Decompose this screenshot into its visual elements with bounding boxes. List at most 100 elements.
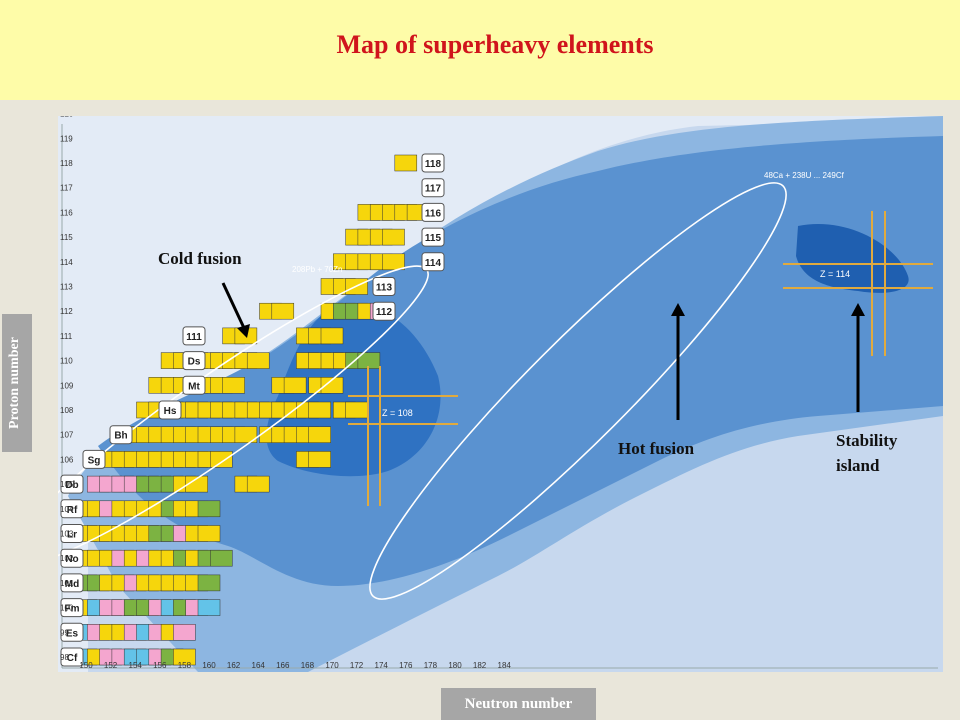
y-tick-label: 106 bbox=[60, 455, 74, 464]
nuclide-cell bbox=[308, 426, 331, 443]
reaction-label-cold: 208Pb + 70Zn bbox=[292, 265, 342, 274]
x-tick-label: 150 bbox=[79, 661, 93, 670]
x-tick-label: 162 bbox=[227, 661, 241, 670]
element-tag-box bbox=[60, 622, 84, 642]
element-tag-label: Ds bbox=[188, 357, 201, 368]
magic-number-lines: Z = 108 Z = 114 bbox=[348, 211, 933, 506]
element-tag-box bbox=[158, 400, 182, 420]
y-tick-label: 112 bbox=[60, 307, 73, 316]
hot-fusion-label: Hot fusion bbox=[618, 439, 695, 458]
magic-label-z114: Z = 114 bbox=[820, 269, 850, 279]
magic-label-z108: Z = 108 bbox=[382, 408, 413, 418]
element-tag-label: 118 bbox=[425, 159, 442, 170]
contour-band-4 bbox=[98, 136, 943, 586]
element-tag-label: Hs bbox=[164, 406, 177, 417]
nuclide-cell bbox=[308, 451, 331, 468]
x-axis-label: Neutron number bbox=[441, 688, 596, 720]
nuclide-cell bbox=[210, 549, 233, 567]
y-tick-label: 119 bbox=[60, 134, 73, 143]
element-tag-label: Bh bbox=[114, 431, 127, 442]
element-tag-label: 114 bbox=[425, 258, 442, 269]
element-tag-box bbox=[82, 449, 106, 469]
nuclide-cell bbox=[345, 401, 368, 419]
element-tag-box bbox=[421, 153, 445, 173]
x-tick-label: 182 bbox=[473, 661, 487, 670]
element-tag-label: 111 bbox=[186, 332, 202, 343]
nuclide-cell bbox=[308, 401, 331, 419]
nuclide-cell bbox=[197, 525, 221, 542]
element-tag-label: Md bbox=[65, 579, 79, 590]
element-tag-box bbox=[421, 202, 445, 222]
element-tag-box bbox=[60, 647, 84, 667]
nuclide-cell bbox=[185, 475, 208, 493]
element-tag-label: 112 bbox=[376, 307, 393, 318]
hot-fusion-arrow bbox=[671, 303, 685, 420]
nuclide-cell bbox=[283, 377, 307, 394]
nuclide-cell bbox=[271, 302, 295, 320]
y-tick-label: 101 bbox=[60, 579, 74, 588]
element-tag-box bbox=[182, 351, 206, 371]
element-tag-label: Cf bbox=[67, 653, 78, 664]
nuclide-cell bbox=[246, 352, 270, 369]
x-tick-label: 178 bbox=[424, 661, 438, 670]
x-tick-label: 180 bbox=[448, 661, 462, 670]
x-tick-label: 170 bbox=[325, 661, 339, 670]
element-tag-box bbox=[60, 474, 84, 494]
element-tag-box bbox=[109, 425, 133, 445]
y-tick-label: 118 bbox=[60, 159, 73, 168]
stability-island-arrow bbox=[851, 303, 865, 412]
hot-fusion-ellipse bbox=[369, 182, 787, 600]
element-tag-box bbox=[421, 227, 445, 247]
nuclide-cell bbox=[173, 624, 196, 641]
reaction-label-hot: 48Ca + 238U ... 249Cf bbox=[764, 171, 845, 180]
element-tag-label: Db bbox=[65, 480, 78, 491]
nuclide-cell bbox=[234, 426, 258, 443]
y-tick-label: 114 bbox=[60, 258, 73, 267]
nuclide-cell bbox=[320, 327, 344, 345]
nuclide-cell bbox=[382, 228, 405, 246]
element-tag-label: 113 bbox=[376, 283, 393, 294]
y-tick-label: 100 bbox=[60, 604, 74, 613]
element-tag-box bbox=[372, 301, 396, 321]
nuclide-cell bbox=[173, 648, 196, 666]
y-tick-label: 102 bbox=[60, 554, 74, 563]
y-tick-label: 113 bbox=[60, 283, 73, 292]
y-tick-label: 105 bbox=[60, 480, 74, 489]
element-tag-label: Mt bbox=[188, 381, 200, 392]
x-tick-label: 166 bbox=[276, 661, 290, 670]
y-tick-label: 116 bbox=[60, 208, 73, 217]
y-tick-label: 98 bbox=[60, 653, 69, 662]
x-tick-label: 168 bbox=[301, 661, 315, 670]
element-tag-box bbox=[60, 598, 84, 618]
page-title: Map of superheavy elements bbox=[336, 30, 654, 59]
nuclide-cell bbox=[394, 154, 418, 172]
nuclide-cell bbox=[197, 500, 221, 518]
element-tag-box bbox=[421, 252, 445, 272]
element-tag-label: 116 bbox=[425, 208, 442, 219]
element-tag-label: Sg bbox=[88, 455, 101, 466]
element-tag-label: No bbox=[65, 554, 78, 565]
x-tick-label: 174 bbox=[375, 661, 389, 670]
element-tag-label: Lr bbox=[67, 530, 77, 541]
title-banner bbox=[0, 0, 960, 100]
x-tick-label: 160 bbox=[202, 661, 216, 670]
cold-fusion-arrow bbox=[221, 282, 250, 338]
x-tick-label: 176 bbox=[399, 661, 413, 670]
x-tick-label: 172 bbox=[350, 661, 364, 670]
x-tick-label: 164 bbox=[252, 661, 266, 670]
nuclide-cell bbox=[197, 574, 221, 592]
nuclide-cell bbox=[382, 253, 405, 271]
x-tick-label: 158 bbox=[178, 661, 192, 670]
x-tick-label: 156 bbox=[153, 661, 167, 670]
x-tick-label: 152 bbox=[104, 661, 118, 670]
reaction-labels: 208Pb + 70Zn 48Ca + 238U ... 249Cf bbox=[292, 171, 845, 274]
y-tick-label: 111 bbox=[60, 332, 73, 341]
element-tag-label: 117 bbox=[425, 184, 442, 195]
stability-island-label: Stability island bbox=[836, 431, 898, 475]
nuclide-cell bbox=[222, 377, 245, 394]
y-tick-label: 109 bbox=[60, 381, 74, 390]
element-tag-label: Rf bbox=[67, 505, 78, 516]
y-tick-label: 107 bbox=[60, 431, 74, 440]
tick-labels: 9899100101102103104105106107108109110111… bbox=[60, 116, 511, 670]
y-tick-label: 103 bbox=[60, 530, 74, 539]
